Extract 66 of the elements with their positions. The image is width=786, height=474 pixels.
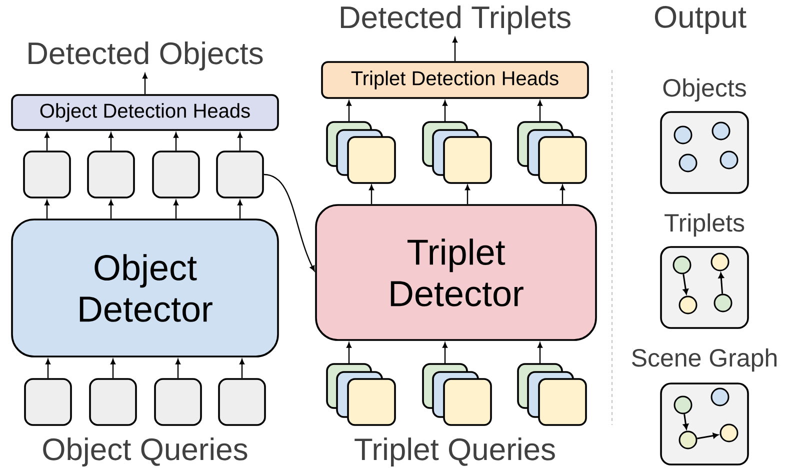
- token-box: [152, 150, 200, 198]
- arrow: [110, 358, 116, 378]
- caption-text: Detected Objects: [28, 42, 263, 70]
- arrow: [238, 132, 242, 151]
- arrow: [238, 200, 242, 219]
- arrow: [174, 132, 178, 151]
- arrow: [346, 100, 352, 122]
- circle-node: [710, 252, 730, 272]
- arrow: [46, 358, 50, 378]
- token-stack: [326, 121, 396, 184]
- arrow: [442, 100, 448, 122]
- detector-box: Triplet Detector: [315, 204, 597, 341]
- token-stack: [326, 363, 396, 426]
- caption-text: Detected Triplets: [340, 6, 570, 34]
- circle-node: [720, 424, 738, 442]
- caption-text: Triplet Queries: [354, 438, 555, 466]
- token-stack: [517, 363, 587, 426]
- circle-node: [714, 294, 732, 312]
- arrow: [538, 100, 542, 122]
- arrow: [142, 73, 148, 94]
- arrow: [697, 432, 718, 440]
- arrow: [44, 200, 50, 219]
- token-box: [89, 378, 137, 426]
- arrow: [346, 342, 352, 364]
- arrow: [718, 272, 724, 294]
- arrow: [264, 174, 315, 272]
- circle-node: [678, 430, 698, 450]
- circle-node: [710, 388, 730, 406]
- circle-node: [720, 150, 738, 170]
- caption-text: Object Queries: [43, 438, 248, 466]
- arrow: [683, 414, 689, 430]
- circle-node: [712, 122, 730, 140]
- arrow: [174, 200, 178, 219]
- circle-node: [674, 396, 692, 414]
- arrow: [465, 184, 470, 204]
- arrow: [538, 342, 542, 364]
- arrow: [108, 132, 114, 151]
- circle-node: [678, 154, 698, 172]
- circle-node: [672, 256, 692, 274]
- token-box: [154, 378, 202, 426]
- token-box: [218, 378, 266, 426]
- token-stack: [422, 121, 492, 184]
- arrow: [240, 358, 244, 378]
- arrow: [442, 342, 448, 364]
- token-box: [24, 378, 72, 426]
- arrow: [108, 200, 114, 219]
- node-label: Objects: [663, 78, 746, 102]
- token-box: [23, 150, 71, 198]
- arrow: [176, 358, 180, 378]
- heading-text: Output: [654, 6, 746, 34]
- node-label: Triplets: [664, 213, 744, 237]
- token-stack: [422, 363, 492, 426]
- node-label: Scene Graph: [632, 348, 777, 372]
- circle-node: [674, 126, 692, 144]
- arrow: [560, 184, 565, 204]
- arrow: [44, 132, 50, 151]
- arrow: [369, 184, 374, 204]
- token-box: [216, 150, 264, 198]
- token-stack: [517, 121, 587, 184]
- arrow: [682, 274, 688, 294]
- circle-node: [678, 296, 698, 314]
- detector-box: Object Detector: [11, 218, 279, 358]
- arrow: [452, 37, 458, 62]
- token-box: [87, 150, 135, 198]
- heads-box: Object Detection Heads: [11, 94, 279, 131]
- heads-box: Triplet Detection Heads: [321, 61, 589, 99]
